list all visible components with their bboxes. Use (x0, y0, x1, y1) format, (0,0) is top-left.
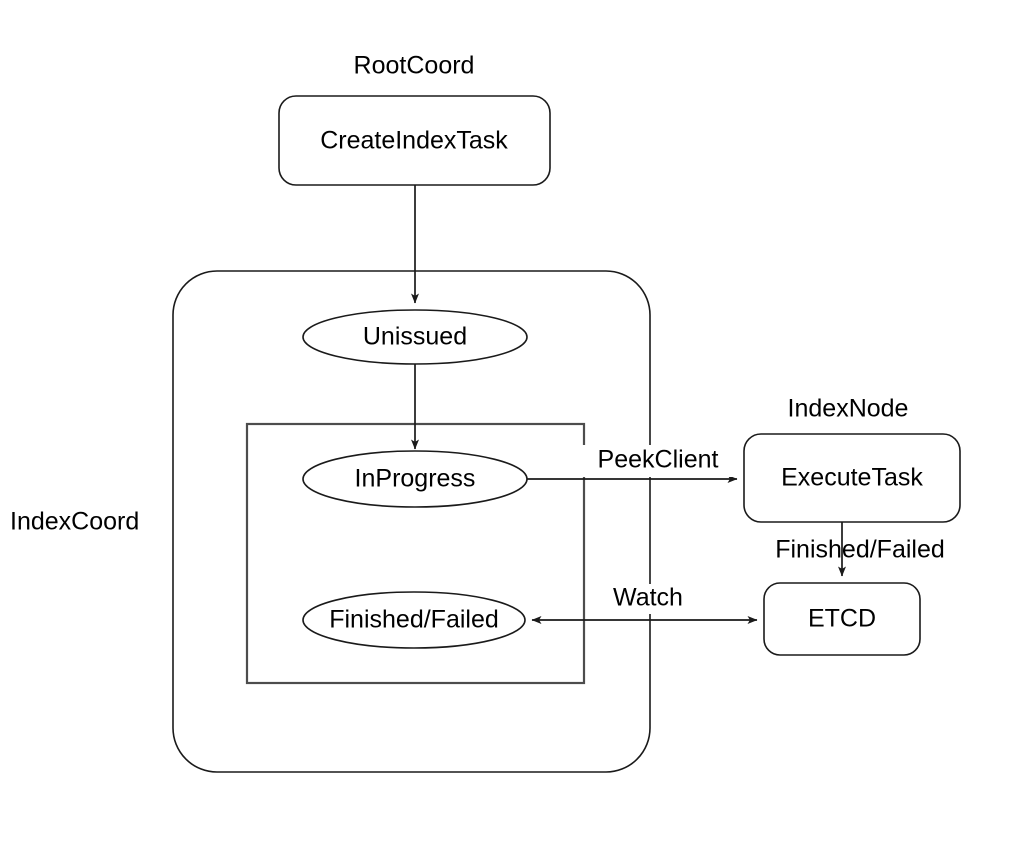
node-in-progress-label: InProgress (355, 465, 476, 493)
node-execute-task[interactable]: ExecuteTask (743, 433, 961, 523)
node-unissued-label: Unissued (363, 323, 467, 351)
edge-label-finished-failed: Finished/Failed (775, 536, 945, 564)
group-label-rootcoord: RootCoord (354, 52, 475, 80)
node-in-progress-shape[interactable] (302, 450, 528, 508)
edge-label-peekclient-bg (580, 445, 736, 477)
node-in-progress[interactable]: InProgress (302, 450, 528, 508)
node-etcd-label: ETCD (808, 605, 876, 633)
edge-label-watch-bg (600, 584, 696, 614)
edge-label-watch-text: Watch (613, 584, 683, 612)
group-label-indexcoord: IndexCoord (10, 508, 139, 536)
node-finished-failed-state[interactable]: Finished/Failed (302, 591, 526, 649)
node-unissued[interactable]: Unissued (302, 309, 528, 365)
node-execute-task-shape[interactable] (743, 433, 961, 523)
node-execute-task-label: ExecuteTask (781, 464, 923, 492)
node-finished-failed-shape[interactable] (302, 591, 526, 649)
node-finished-failed-label: Finished/Failed (329, 606, 499, 634)
edge-label-peekclient-text: PeekClient (598, 446, 719, 474)
edge-label-finished-failed-text: Finished/Failed (775, 536, 945, 564)
node-etcd[interactable]: ETCD (763, 582, 921, 656)
node-etcd-shape[interactable] (763, 582, 921, 656)
node-unissued-shape[interactable] (302, 309, 528, 365)
node-create-index-task-label: CreateIndexTask (320, 127, 508, 155)
edge-label-peekclient: PeekClient (580, 445, 736, 477)
group-label-indexnode: IndexNode (788, 395, 909, 423)
container-indexcoord (172, 270, 651, 773)
edge-label-watch: Watch (600, 584, 696, 614)
node-create-index-task[interactable]: CreateIndexTask (278, 95, 551, 186)
node-create-index-task-shape[interactable] (278, 95, 551, 186)
